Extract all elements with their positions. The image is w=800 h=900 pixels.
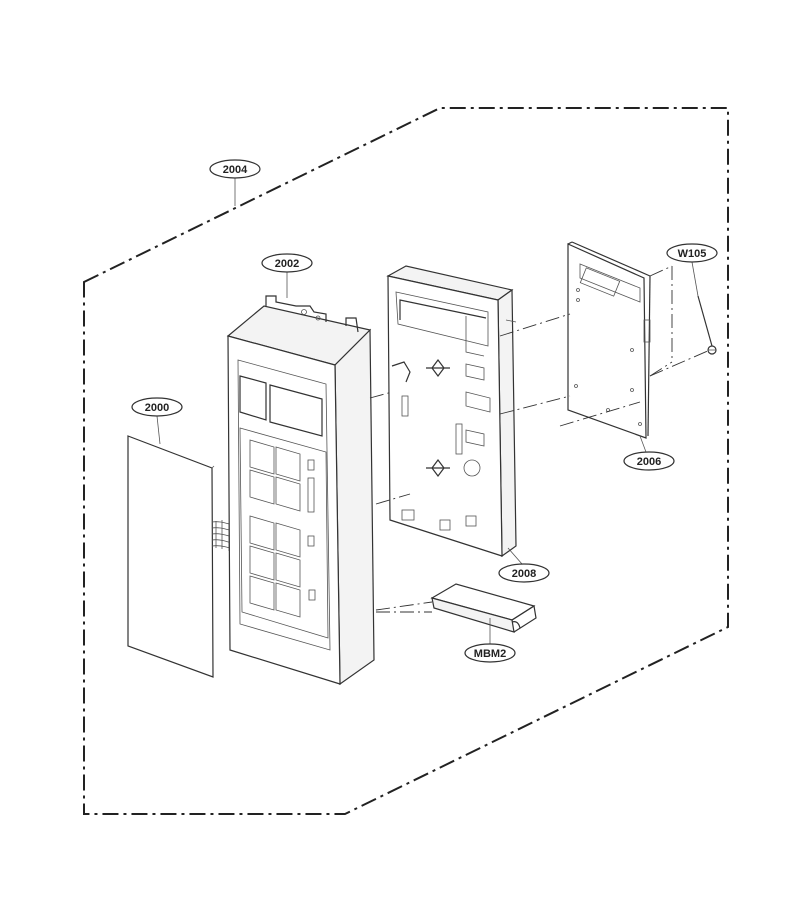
keypad-buttons [249,439,316,618]
svg-text:2004: 2004 [223,164,248,176]
callout-2002: 2002 [261,253,313,273]
assembly-boundary-2004 [83,107,729,815]
svg-text:W105: W105 [678,248,707,260]
callout-2000: 2000 [131,397,183,417]
svg-text:2008: 2008 [512,568,536,580]
callout-2004: 2004 [209,159,261,179]
svg-text:2002: 2002 [275,258,299,270]
svg-text:2006: 2006 [637,456,661,468]
callout-2006: 2006 [623,451,675,471]
callout-2008: 2008 [498,563,550,583]
leader-lines [156,178,699,644]
part-2002-control-panel-frame[interactable] [226,295,375,686]
part-2008-rear-bracket[interactable] [386,265,517,558]
callout-w105: W105 [666,243,718,263]
alignment-guides [369,265,711,613]
part-mbm2-clip[interactable] [430,583,537,633]
svg-text:2000: 2000 [145,402,169,414]
part-w105-screw[interactable] [697,295,717,355]
callout-mbm2: MBM2 [464,643,516,663]
part-2006-pcb-board[interactable] [567,241,651,439]
svg-text:MBM2: MBM2 [474,648,506,660]
